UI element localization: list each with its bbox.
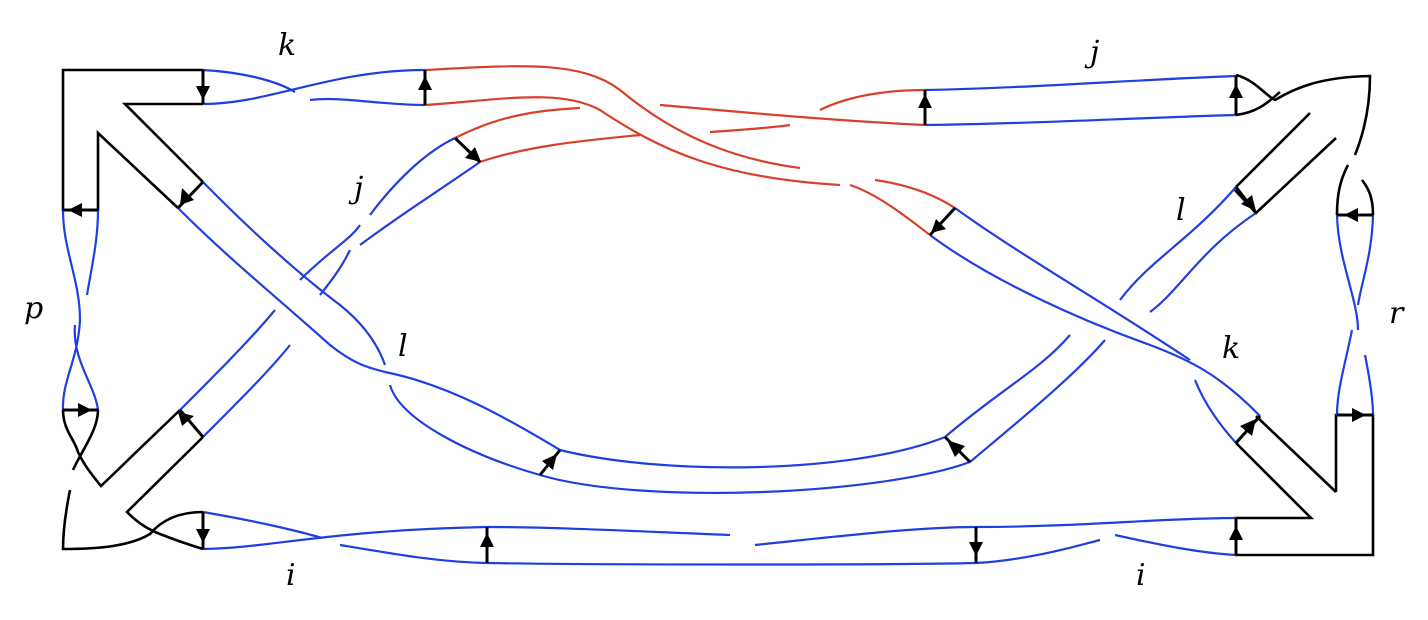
arrow-diag-ll [178,412,194,426]
arrow-j-mid [465,147,481,162]
band-j-mid-1 [179,309,276,411]
label-l-right: l [1176,193,1186,228]
arrow-diag-ul [180,188,194,205]
band-p-3 [73,324,100,411]
arrow-red-junction [931,219,946,233]
frame [61,68,1375,557]
band-j-top-1 [924,74,1237,92]
band-k-right-3 [1193,379,1237,444]
band-r-3 [1335,329,1354,416]
frame-right-lower [1234,413,1375,557]
band-j-top-2 [924,113,1237,127]
frame-right-lower-diagonal [1255,415,1337,493]
red-band-2 [424,96,841,187]
band-diag-rl-2 [969,339,1106,463]
blue-bands [61,68,1375,566]
arrow-bottom-left-arc [542,454,557,470]
arrow-top-mid [418,76,432,90]
arrow-bottom-mid-left [480,533,494,547]
arrow-bottom-right-arc [947,440,965,457]
band-r-4 [1363,354,1375,416]
band-k-right-2 [954,207,1191,361]
band-j-mid-4 [319,249,351,296]
label-r: r [1389,296,1405,331]
label-l-mid: l [398,329,408,364]
arrow-bottom-mid-right [969,542,983,556]
band-j-mid-5 [359,161,481,246]
label-k-right: k [1222,331,1240,366]
frame-bottom-left-2 [61,489,204,551]
band-k-top-2 [202,68,426,106]
arrow-left-top [68,203,82,217]
arrow-l-right [1241,195,1256,211]
red-band-8 [849,183,931,236]
red-band-6 [709,123,791,134]
red-bands [424,65,956,236]
band-p-1 [61,209,82,411]
band-j-mid-3 [299,224,361,281]
band-i-2 [202,525,731,551]
label-i-left: i [286,558,296,593]
label-k-top: k [278,28,296,63]
band-l-right-1 [1119,186,1237,301]
red-band-4 [479,133,641,164]
arrow-k-right [1240,419,1256,436]
frame-left-twist [61,409,181,488]
frame-top-right [1235,73,1372,156]
band-p-2 [85,209,100,296]
arrow-bottom-left [196,529,210,543]
labels: k j j l l k p r i i [24,28,1405,593]
band-r-1 [1335,214,1360,331]
band-bottom-arc-2 [539,460,971,494]
bars [63,70,1373,563]
band-j-mid-2 [202,344,291,438]
band-l-lower-2 [388,384,541,477]
band-r-2 [1356,214,1375,306]
arrow-top-k [196,86,210,100]
arrow-top-j [918,94,932,108]
arrow-right-bottom [1352,408,1366,422]
frame-top-right-diagonal [1235,112,1311,188]
red-band-9 [874,178,956,209]
arrow-right-top [1344,208,1358,222]
label-j-mid: j [348,171,363,206]
band-i-5 [1114,533,1237,557]
band-k-top-1 [202,68,296,93]
arrow-top-right [1229,84,1243,98]
band-diag-ul-2 [202,181,387,366]
band-diag-ul-1 [177,207,386,374]
band-i-1 [202,510,323,540]
band-l-right-2 [1149,212,1257,313]
frame-top-left-diagonal [121,102,204,183]
band-diag-rl-1 [944,334,1071,438]
band-i-3 [339,538,1101,566]
label-p: p [24,291,43,326]
band-k-right-1 [929,234,1261,417]
arrow-left-bottom [78,403,92,417]
frame-bottom-left [125,436,204,551]
red-band-3 [454,106,581,139]
frame-right-twist [1335,164,1375,216]
frame-left-twist-2 [71,409,100,471]
band-j-mid-6 [369,137,456,216]
band-k-top-3 [309,97,426,107]
frame-top-right-2 [1235,90,1281,117]
label-i-right: i [1136,558,1146,593]
band-l-lower-1 [384,370,561,451]
band-i-4 [754,516,1237,547]
red-band-5 [659,103,926,127]
red-band-7 [819,88,926,111]
arrow-bottom-right [1229,526,1243,540]
red-band-1 [424,65,801,170]
band-bottom-arc-1 [559,435,946,469]
label-j-top: j [1084,35,1099,70]
